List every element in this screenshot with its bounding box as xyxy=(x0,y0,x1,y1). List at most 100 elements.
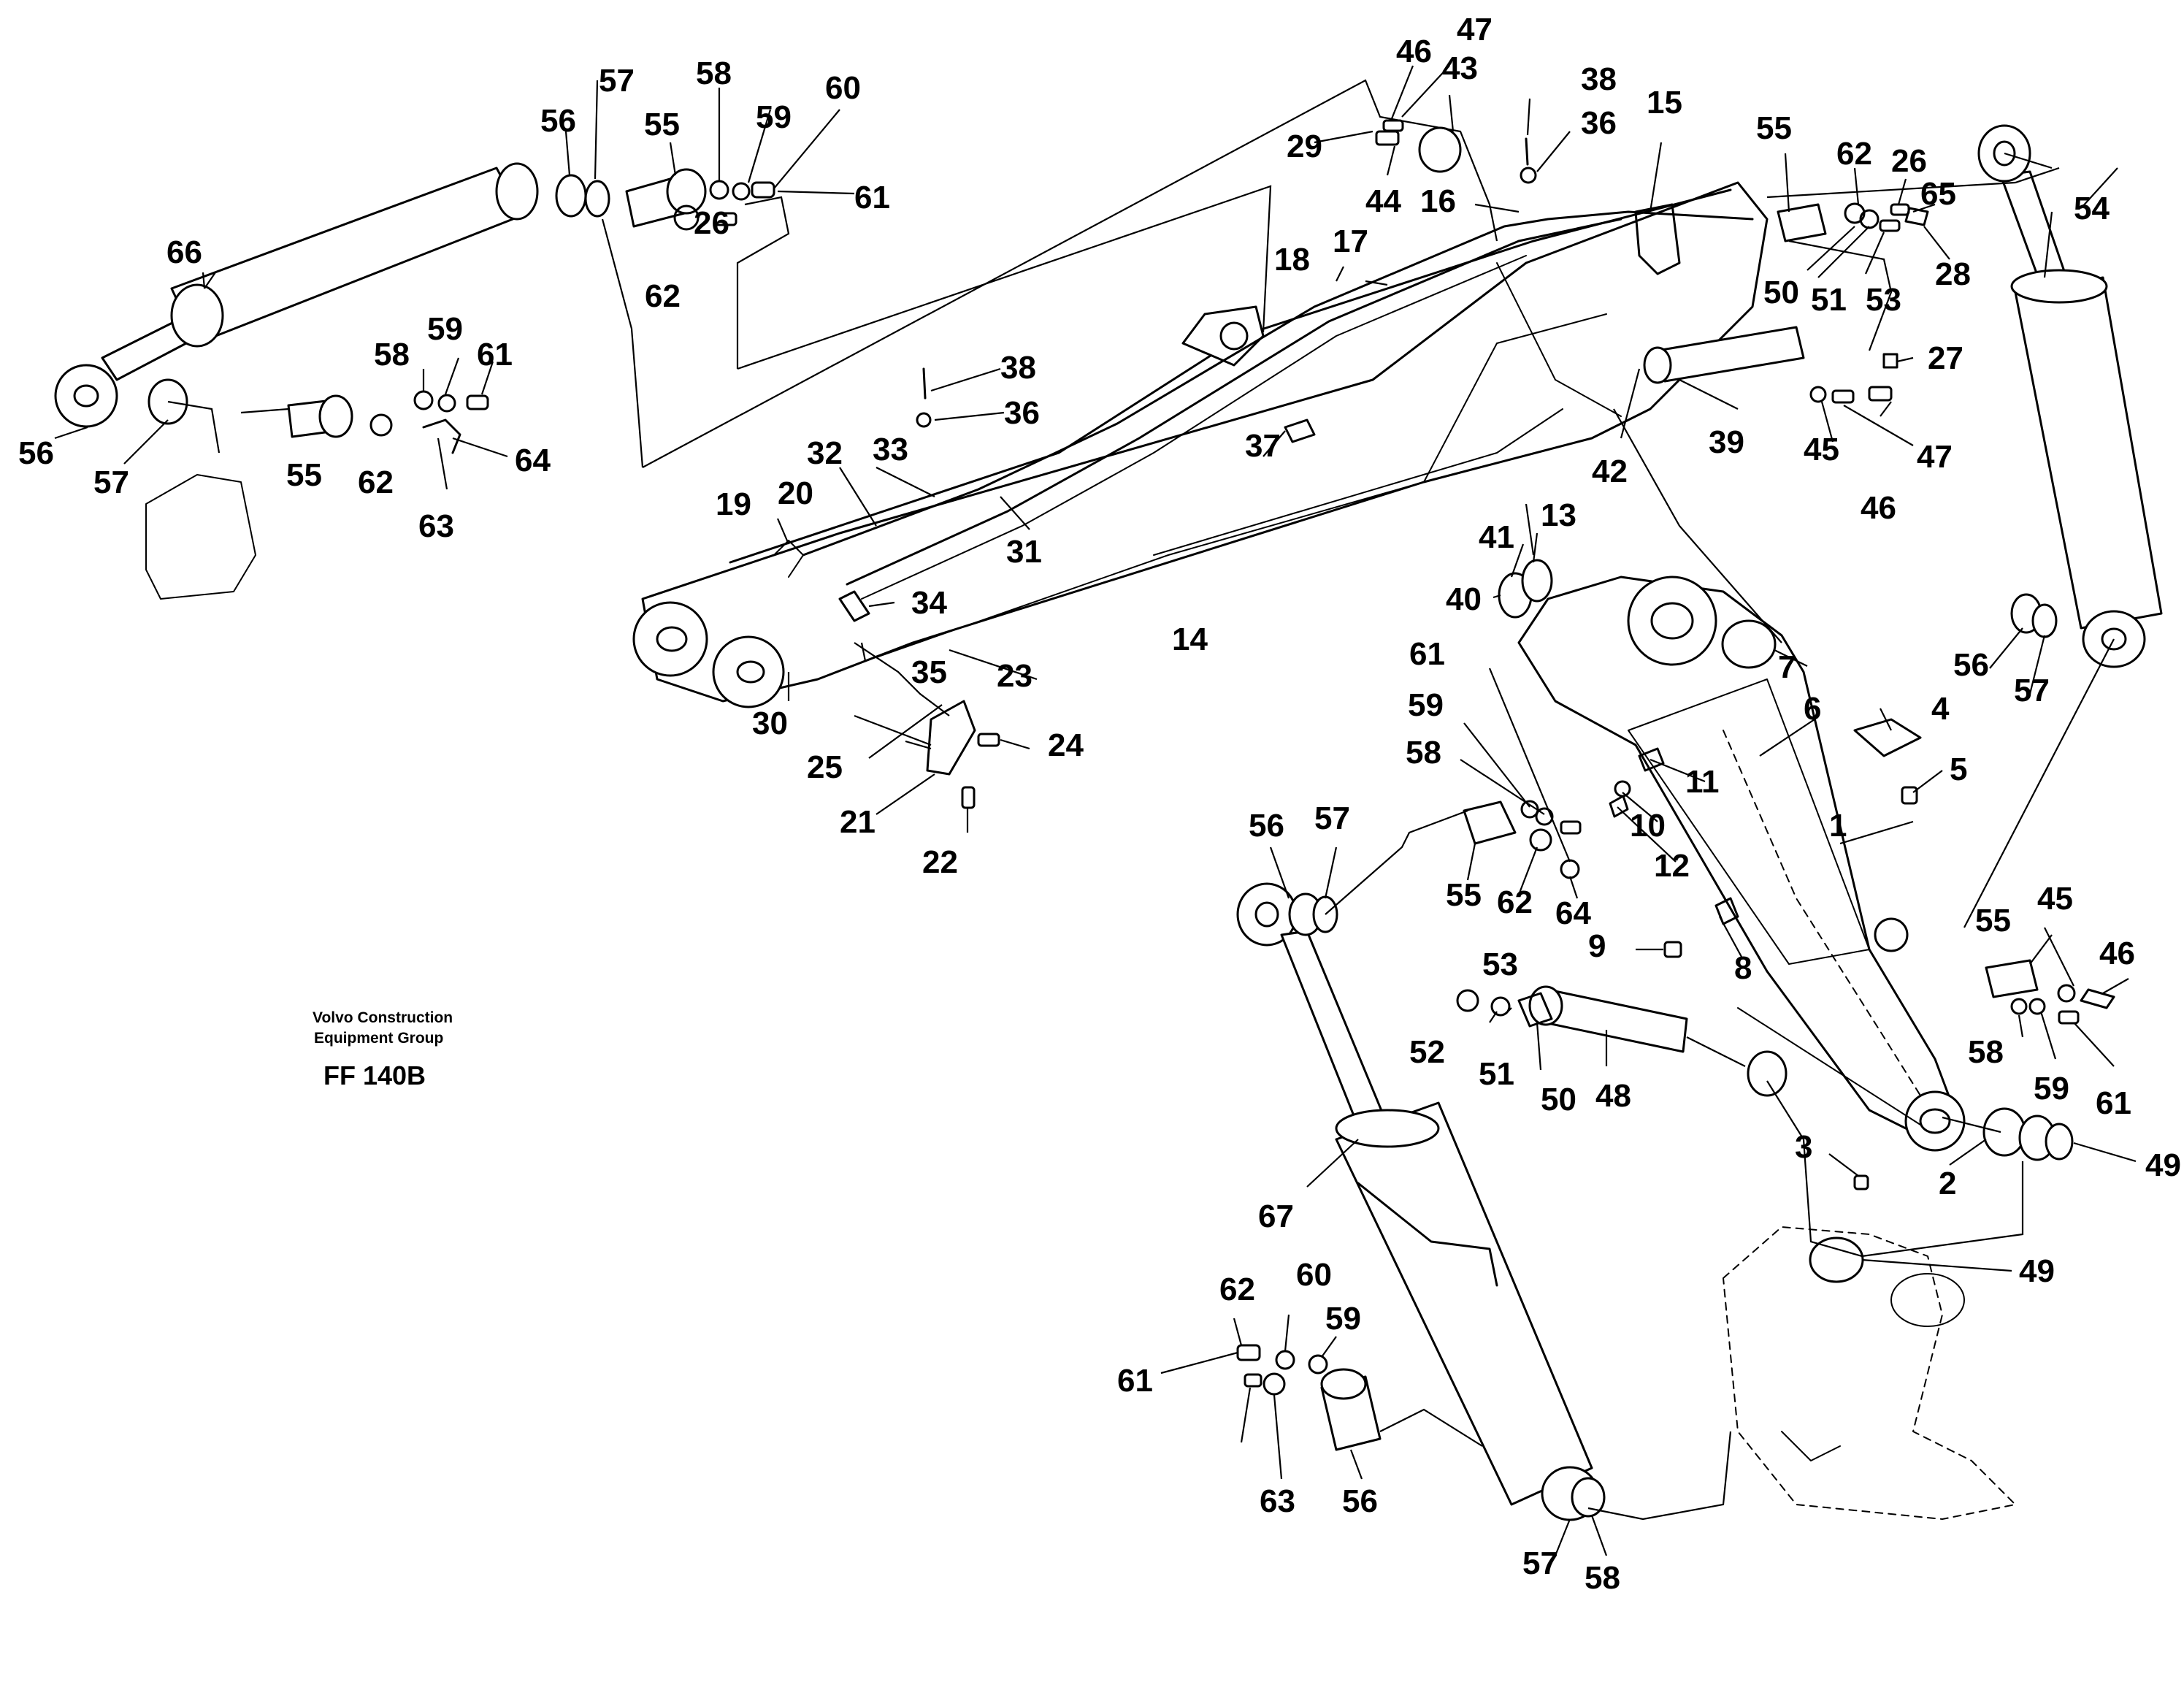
figure-code: FF 140B xyxy=(323,1060,426,1090)
boom-foot-bore-right xyxy=(736,660,765,684)
callout-57-right: 57 xyxy=(2014,673,2050,708)
callout-20: 20 xyxy=(778,475,813,511)
fitting-5 xyxy=(1901,786,1918,805)
ref-line-pipe-left xyxy=(736,196,790,369)
callout-36-top: 36 xyxy=(1581,105,1617,141)
nut-62-left xyxy=(369,413,393,437)
ref-line-pin39 xyxy=(1613,408,1782,643)
callout-61-left: 61 xyxy=(477,337,513,372)
callout-62-right: 62 xyxy=(1836,136,1872,172)
ref-line-pin48 xyxy=(1686,1036,1746,1067)
cylinder-66-barrel xyxy=(1335,1101,1593,1506)
callout-45-arm: 45 xyxy=(2037,881,2073,917)
callout-48: 48 xyxy=(1595,1078,1631,1114)
pin-39-head xyxy=(1643,346,1672,384)
boom-ear-bracket xyxy=(1181,305,1265,367)
callout-8: 8 xyxy=(1734,950,1752,986)
cylinder-54-barrel xyxy=(2014,276,2163,630)
cylinder-65-rod-bore xyxy=(73,384,99,408)
fitting-3 xyxy=(1853,1174,1869,1190)
cylinder-65-barrel xyxy=(170,167,524,345)
callout-58-mid: 58 xyxy=(1406,735,1441,771)
callout-46-right: 46 xyxy=(1861,490,1896,526)
company-line-2: Equipment Group xyxy=(314,1030,443,1047)
callout-17: 17 xyxy=(1333,223,1368,259)
callout-24: 24 xyxy=(1048,727,1084,763)
callout-42: 42 xyxy=(1592,454,1628,489)
callout-15: 15 xyxy=(1647,85,1682,121)
clamp-37 xyxy=(1284,418,1316,443)
callout-45-right: 45 xyxy=(1804,432,1839,467)
callout-7: 7 xyxy=(1778,649,1796,685)
callout-58-left: 58 xyxy=(374,337,410,372)
boom-panel-diag xyxy=(1496,262,1622,417)
nipple-67 xyxy=(1244,1373,1262,1388)
callout-58-arm: 58 xyxy=(1968,1034,2004,1070)
callout-63-mid: 64 xyxy=(1555,895,1591,931)
arm-pivot-bore xyxy=(1650,602,1694,640)
boom-centerline xyxy=(1153,408,1563,556)
callout-13: 13 xyxy=(1541,497,1576,533)
callout-61-top: 61 xyxy=(854,180,890,215)
callout-33: 33 xyxy=(873,432,908,467)
cylinder-54-base-bore xyxy=(2101,627,2127,651)
callout-55-right: 55 xyxy=(1756,110,1792,146)
washer-57-top xyxy=(584,180,610,218)
ref-line-top-left xyxy=(601,218,644,468)
washer-59-left xyxy=(437,394,456,413)
callout-28: 28 xyxy=(1935,256,1971,292)
cylinder-66-rod xyxy=(1280,930,1389,1137)
washer-59-bottom xyxy=(1275,1350,1295,1370)
fitting-29-46 xyxy=(1375,130,1400,146)
bearing-2 xyxy=(1982,1107,2026,1157)
screw-22 xyxy=(961,786,976,809)
bolt-58-mid xyxy=(1535,807,1554,826)
pin-55-mid xyxy=(1463,800,1517,845)
fitting-46-mid xyxy=(1831,389,1855,404)
callout-40: 40 xyxy=(1446,581,1482,617)
cylinder-54-rod-bore xyxy=(1993,140,2016,167)
boom-rib-line xyxy=(875,313,1607,658)
arm-pivot-boss xyxy=(1627,576,1717,666)
callout-57-mid: 57 xyxy=(1314,800,1350,836)
callout-65: 66 xyxy=(166,234,202,270)
callout-53-right: 53 xyxy=(1866,282,1901,318)
arm-web-inner xyxy=(1628,678,1870,965)
callout-59-left: 59 xyxy=(427,311,463,347)
callout-47-top: 47 xyxy=(1457,12,1493,47)
pin-55-top-flange xyxy=(666,168,707,215)
cylinder-66 xyxy=(1236,882,1599,1521)
washer-59-arm xyxy=(2028,998,2046,1015)
fitting-46-arm xyxy=(2080,988,2115,1009)
cylinder-65 xyxy=(54,162,539,428)
callout-23: 23 xyxy=(997,658,1032,694)
screw-61-left xyxy=(466,394,489,410)
callout-51-right: 51 xyxy=(1811,282,1847,318)
reference-lines xyxy=(167,79,2115,1521)
clip-12 xyxy=(1609,795,1629,818)
callout-38-top: 38 xyxy=(1581,61,1617,97)
pin-55-bottom-flange xyxy=(1320,1368,1367,1400)
callout-10: 10 xyxy=(1630,808,1666,844)
callout-56-left: 56 xyxy=(18,435,54,471)
pin-55-arm xyxy=(1985,959,2039,998)
ref-line-bottom-pin xyxy=(1379,1408,1483,1447)
frame-outline xyxy=(1723,1226,2016,1520)
cylinder-66-head xyxy=(1335,1109,1440,1148)
bearing-56-lower-eye xyxy=(1747,1050,1788,1097)
callout-46-top: 46 xyxy=(1396,34,1432,69)
callout-16: 16 xyxy=(1420,183,1456,219)
cylinder-54 xyxy=(1977,124,2163,668)
callout-31: 31 xyxy=(1006,534,1042,570)
callout-26-right: 26 xyxy=(1891,143,1927,179)
callout-49-right: 49 xyxy=(2145,1147,2181,1183)
fitting-9 xyxy=(1663,941,1682,958)
nut-62-top xyxy=(673,204,700,231)
callout-55-arm: 55 xyxy=(1975,903,2011,939)
callout-58-bottom: 59 xyxy=(1325,1301,1361,1337)
callout-38-left: 38 xyxy=(1000,350,1036,386)
frame-bushing-49 xyxy=(1809,1236,1864,1283)
screw-61-mid xyxy=(1560,820,1582,835)
callout-26-top: 26 xyxy=(694,205,729,241)
